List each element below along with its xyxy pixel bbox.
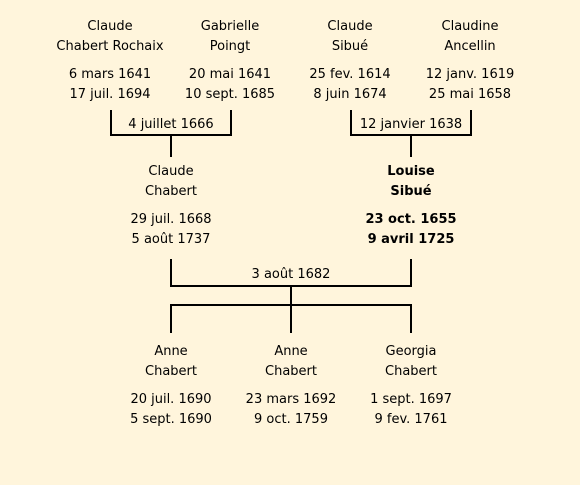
birth-date: 20 juil. 1690 — [130, 392, 212, 407]
last-name: Chabert — [145, 364, 197, 379]
birth-date: 6 mars 1641 — [68, 67, 152, 82]
first-name: Louise — [387, 164, 435, 179]
birth-date: 25 fev. 1614 — [309, 67, 391, 82]
death-date: 5 sept. 1690 — [130, 412, 212, 427]
birth-date: 29 juil. 1668 — [130, 212, 212, 227]
last-name: Sibué — [390, 184, 432, 199]
death-date: 9 avril 1725 — [367, 232, 455, 247]
marriage-date-parents: 3 août 1682 — [251, 267, 331, 282]
birth-date: 23 mars 1692 — [245, 392, 337, 407]
first-name: Anne — [154, 344, 188, 359]
first-name: Georgia — [385, 344, 437, 359]
death-date: 9 oct. 1759 — [254, 412, 328, 427]
death-date: 9 fev. 1761 — [374, 412, 448, 427]
death-date: 8 juin 1674 — [313, 87, 387, 102]
death-date: 5 août 1737 — [131, 232, 211, 247]
last-name: Chabert Rochaix — [56, 39, 164, 54]
death-date: 17 juil. 1694 — [69, 87, 151, 102]
marriage-date-paternal: 4 juillet 1666 — [123, 116, 219, 134]
first-name: Claudine — [441, 19, 499, 34]
last-name: Chabert — [145, 184, 197, 199]
birth-date: 12 janv. 1619 — [425, 67, 515, 82]
marriage-date-maternal: 12 janvier 1638 — [359, 116, 463, 134]
last-name: Chabert — [385, 364, 437, 379]
death-date: 25 mai 1658 — [428, 87, 512, 102]
last-name: Poingt — [209, 39, 251, 54]
birth-date: 20 mai 1641 — [188, 67, 272, 82]
last-name: Sibué — [331, 39, 369, 54]
first-name: Claude — [327, 19, 373, 34]
last-name: Ancellin — [444, 39, 496, 54]
last-name: Chabert — [265, 364, 317, 379]
birth-date: 23 oct. 1655 — [365, 212, 457, 227]
first-name: Anne — [274, 344, 308, 359]
first-name: Gabrielle — [200, 19, 260, 34]
death-date: 10 sept. 1685 — [184, 87, 276, 102]
first-name: Claude — [87, 19, 133, 34]
first-name: Claude — [148, 164, 194, 179]
birth-date: 1 sept. 1697 — [370, 392, 452, 407]
